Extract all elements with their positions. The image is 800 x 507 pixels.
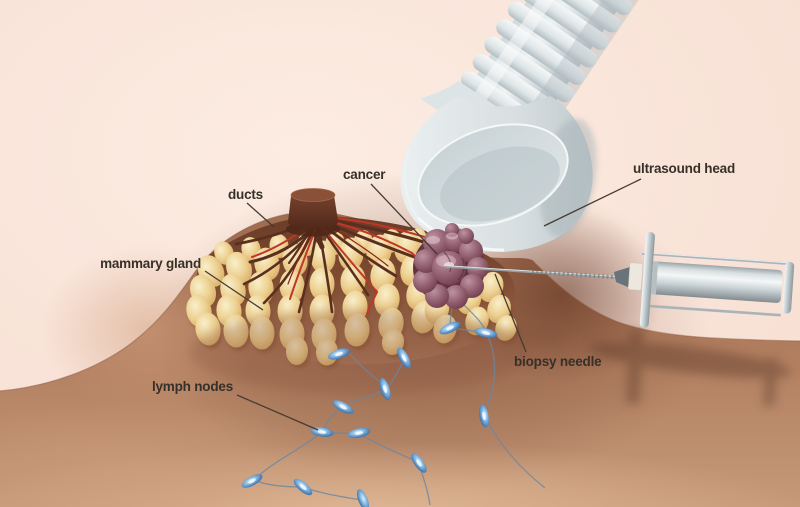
pointer-line-mammary-gland — [204, 270, 264, 311]
instrument-shadow — [448, 327, 792, 407]
needle-coil — [531, 270, 616, 280]
ultrasound-probe — [400, 0, 666, 252]
label-lymph-nodes: lymph nodes — [152, 379, 233, 394]
pointer-line-lymph-nodes — [236, 394, 319, 431]
annotations: ducts cancer ultrasound head mammary gla… — [100, 161, 735, 431]
plunger-plate — [782, 261, 795, 314]
lymph-nodes — [241, 321, 498, 507]
label-ultrasound-head: ultrasound head — [633, 161, 735, 176]
chest-contour — [531, 259, 800, 342]
breast-contour — [0, 213, 289, 392]
label-ducts: ducts — [228, 187, 263, 202]
guide-rod-bottom — [643, 304, 781, 317]
cancer-mass — [413, 223, 489, 309]
label-mammary-gland: mammary gland — [100, 256, 201, 271]
label-cancer: cancer — [343, 167, 386, 182]
pointer-line-ducts — [246, 202, 275, 228]
needle-hub — [614, 267, 630, 288]
biopsy-needle — [444, 265, 619, 280]
pointer-line-biopsy-needle — [494, 273, 527, 353]
guide-rod-top — [641, 252, 788, 265]
probe-head — [400, 96, 597, 252]
lymph-vessels — [252, 299, 546, 506]
pointer-line-cancer — [370, 183, 438, 255]
finger-flange — [639, 231, 655, 328]
gland-base-shading — [190, 310, 530, 394]
label-biopsy-needle: biopsy needle — [514, 354, 602, 369]
biopsy-gun — [614, 231, 795, 328]
pointer-line-ultrasound-head — [543, 178, 642, 227]
nipple — [286, 188, 340, 237]
syringe-barrel — [651, 261, 783, 303]
